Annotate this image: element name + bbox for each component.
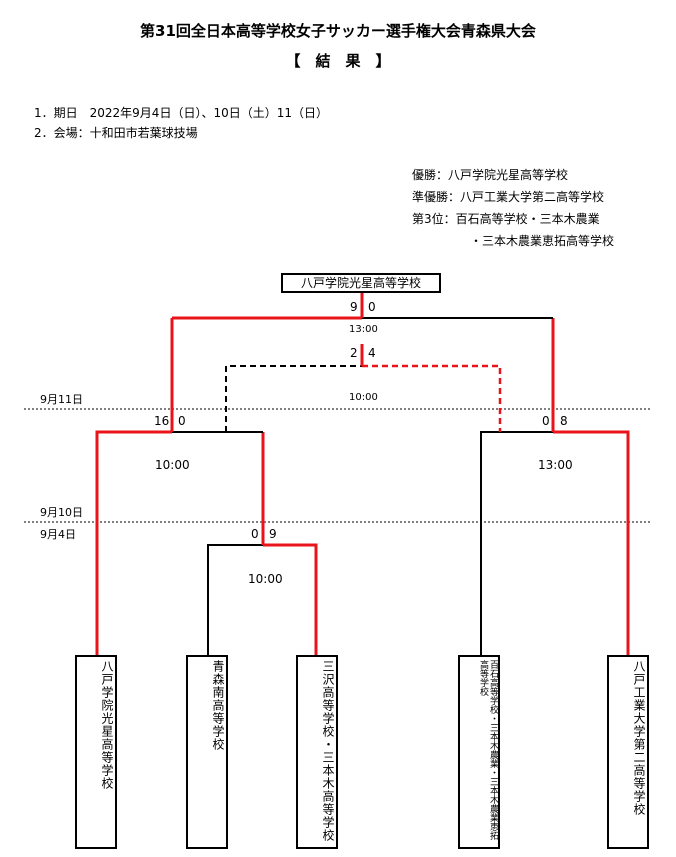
- date-label-11: 9月11日: [40, 393, 83, 406]
- info-venue: 2．会場：十和田市若葉球技場: [34, 126, 198, 140]
- r1-left-line: [207, 544, 263, 657]
- time-sf-left: 10:00: [155, 458, 190, 472]
- result-runner-up: 準優勝：八戸工業大学第二高等学校: [412, 190, 605, 204]
- score-third-left: 2: [350, 346, 358, 360]
- result-champion: 優勝：八戸学院光星高等学校: [412, 168, 569, 182]
- time-third: 10:00: [349, 392, 378, 403]
- score-final-left: 9: [350, 300, 358, 314]
- team-box-5: 八戸工業大学第二高等学校: [607, 655, 649, 849]
- result-third: 第3位：百石高等学校・三本木農業: [412, 212, 600, 226]
- r1-right-line: [263, 543, 318, 657]
- score-sf-right-left: 0: [542, 414, 550, 428]
- sf-left-left-line: [95, 430, 172, 657]
- date-label-4: 9月4日: [40, 528, 76, 541]
- sf-right-right-line: [553, 430, 630, 657]
- team-box-1: 八戸学院光星高等学校: [75, 655, 117, 849]
- sf-right-left-line: [480, 431, 553, 657]
- time-final: 13:00: [349, 324, 378, 335]
- time-r1: 10:00: [248, 572, 283, 586]
- third-right-line: [362, 364, 502, 432]
- team-box-4: 百石高等学校・三本木農業・三本木農業恵拓高等学校: [458, 655, 500, 849]
- score-r1-left: 0: [251, 527, 259, 541]
- page-title: 第31回全日本高等学校女子サッカー選手権大会青森県大会: [140, 22, 536, 40]
- time-sf-right: 13:00: [538, 458, 573, 472]
- score-sf-left-right: 0: [178, 414, 186, 428]
- winner-box: 八戸学院光星高等学校: [281, 273, 441, 293]
- team-box-2: 青森南高等学校: [186, 655, 228, 849]
- info-date: 1．期日 2022年9月4日（日）、10日（土）11（日）: [34, 106, 328, 120]
- third-left-line: [225, 365, 362, 432]
- page-subtitle: 【 結 果 】: [285, 52, 391, 70]
- date-label-10: 9月10日: [40, 506, 83, 519]
- score-r1-right: 9: [269, 527, 277, 541]
- score-sf-left-left: 16: [154, 414, 170, 428]
- result-third-cont: ・三本木農業恵拓高等学校: [470, 234, 615, 248]
- score-final-right: 0: [368, 300, 376, 314]
- score-third-right: 4: [368, 346, 376, 360]
- score-sf-right-right: 8: [560, 414, 568, 428]
- team-box-3: 三沢高等学校・三本木高等学校: [296, 655, 338, 849]
